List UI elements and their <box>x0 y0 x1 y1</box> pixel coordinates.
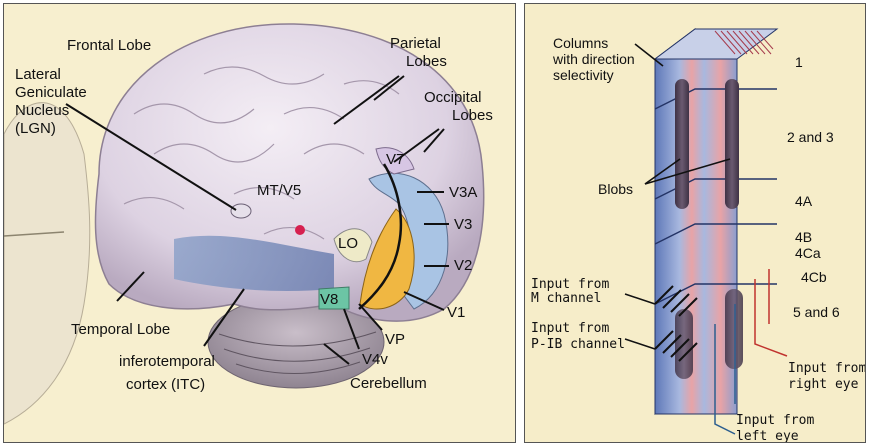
label-vp: VP <box>385 331 405 348</box>
label-lo: LO <box>338 235 358 252</box>
label-columns-1: Columns <box>553 35 608 51</box>
label-left-eye-2: left eye <box>736 429 799 443</box>
label-p-input-1: Input from <box>531 321 609 336</box>
label-lgn-3: Nucleus <box>15 102 69 119</box>
mt-v5-spot <box>295 225 305 235</box>
label-temporal-lobe: Temporal Lobe <box>71 321 170 338</box>
lower-blob-right <box>725 289 743 369</box>
label-lgn-2: Geniculate <box>15 84 87 101</box>
label-frontal-lobe: Frontal Lobe <box>67 37 151 54</box>
label-p-input-2: P-IB channel <box>531 337 625 352</box>
blob-right <box>725 79 739 209</box>
lgn-shape <box>231 204 251 218</box>
label-layer-2-3: 2 and 3 <box>787 129 834 145</box>
label-occipital-2: Lobes <box>452 107 493 124</box>
brain-illustration: Frontal Lobe Lateral Geniculate Nucleus … <box>4 4 516 443</box>
label-lgn-4: (LGN) <box>15 120 56 137</box>
label-layer-5-6: 5 and 6 <box>793 304 840 320</box>
label-columns-3: selectivity <box>553 67 614 83</box>
label-columns-2: with direction <box>552 51 635 67</box>
label-right-eye-2: right eye <box>788 377 859 392</box>
label-m-input-1: Input from <box>531 277 609 292</box>
column-front-face <box>655 59 737 414</box>
label-blobs: Blobs <box>598 181 633 197</box>
label-parietal-2: Lobes <box>406 53 447 70</box>
label-lgn-1: Lateral <box>15 66 61 83</box>
label-v2: V2 <box>454 257 472 274</box>
label-layer-4cb: 4Cb <box>801 269 827 285</box>
label-v3a: V3A <box>449 184 477 201</box>
label-v8: V8 <box>320 291 338 308</box>
label-v3: V3 <box>454 216 472 233</box>
label-v7: V7 <box>386 151 404 168</box>
label-itc-1: inferotemporal <box>119 353 215 370</box>
label-occipital-1: Occipital <box>424 89 482 106</box>
label-m-input-2: M channel <box>531 291 601 306</box>
label-itc-2: cortex (ITC) <box>126 376 205 393</box>
brain-diagram-panel: Frontal Lobe Lateral Geniculate Nucleus … <box>3 3 516 443</box>
cortical-column-illustration: Columns with direction selectivity Blobs… <box>525 4 866 443</box>
label-v4v: V4v <box>362 351 388 368</box>
label-cerebellum: Cerebellum <box>350 375 427 392</box>
label-layer-4a: 4A <box>795 193 813 209</box>
label-layer-1: 1 <box>795 54 803 70</box>
blob-left <box>675 79 689 209</box>
label-v1: V1 <box>447 304 465 321</box>
label-layer-4b: 4B <box>795 229 812 245</box>
label-left-eye-1: Input from <box>736 413 814 428</box>
head-silhouette <box>4 103 90 424</box>
cortical-column-panel: Columns with direction selectivity Blobs… <box>524 3 866 443</box>
label-layer-4ca: 4Ca <box>795 245 821 261</box>
label-parietal-1: Parietal <box>390 35 441 52</box>
right-eye-input-lines <box>755 269 787 356</box>
label-right-eye-1: Input from <box>788 361 866 376</box>
label-mt-v5: MT/V5 <box>257 182 301 199</box>
